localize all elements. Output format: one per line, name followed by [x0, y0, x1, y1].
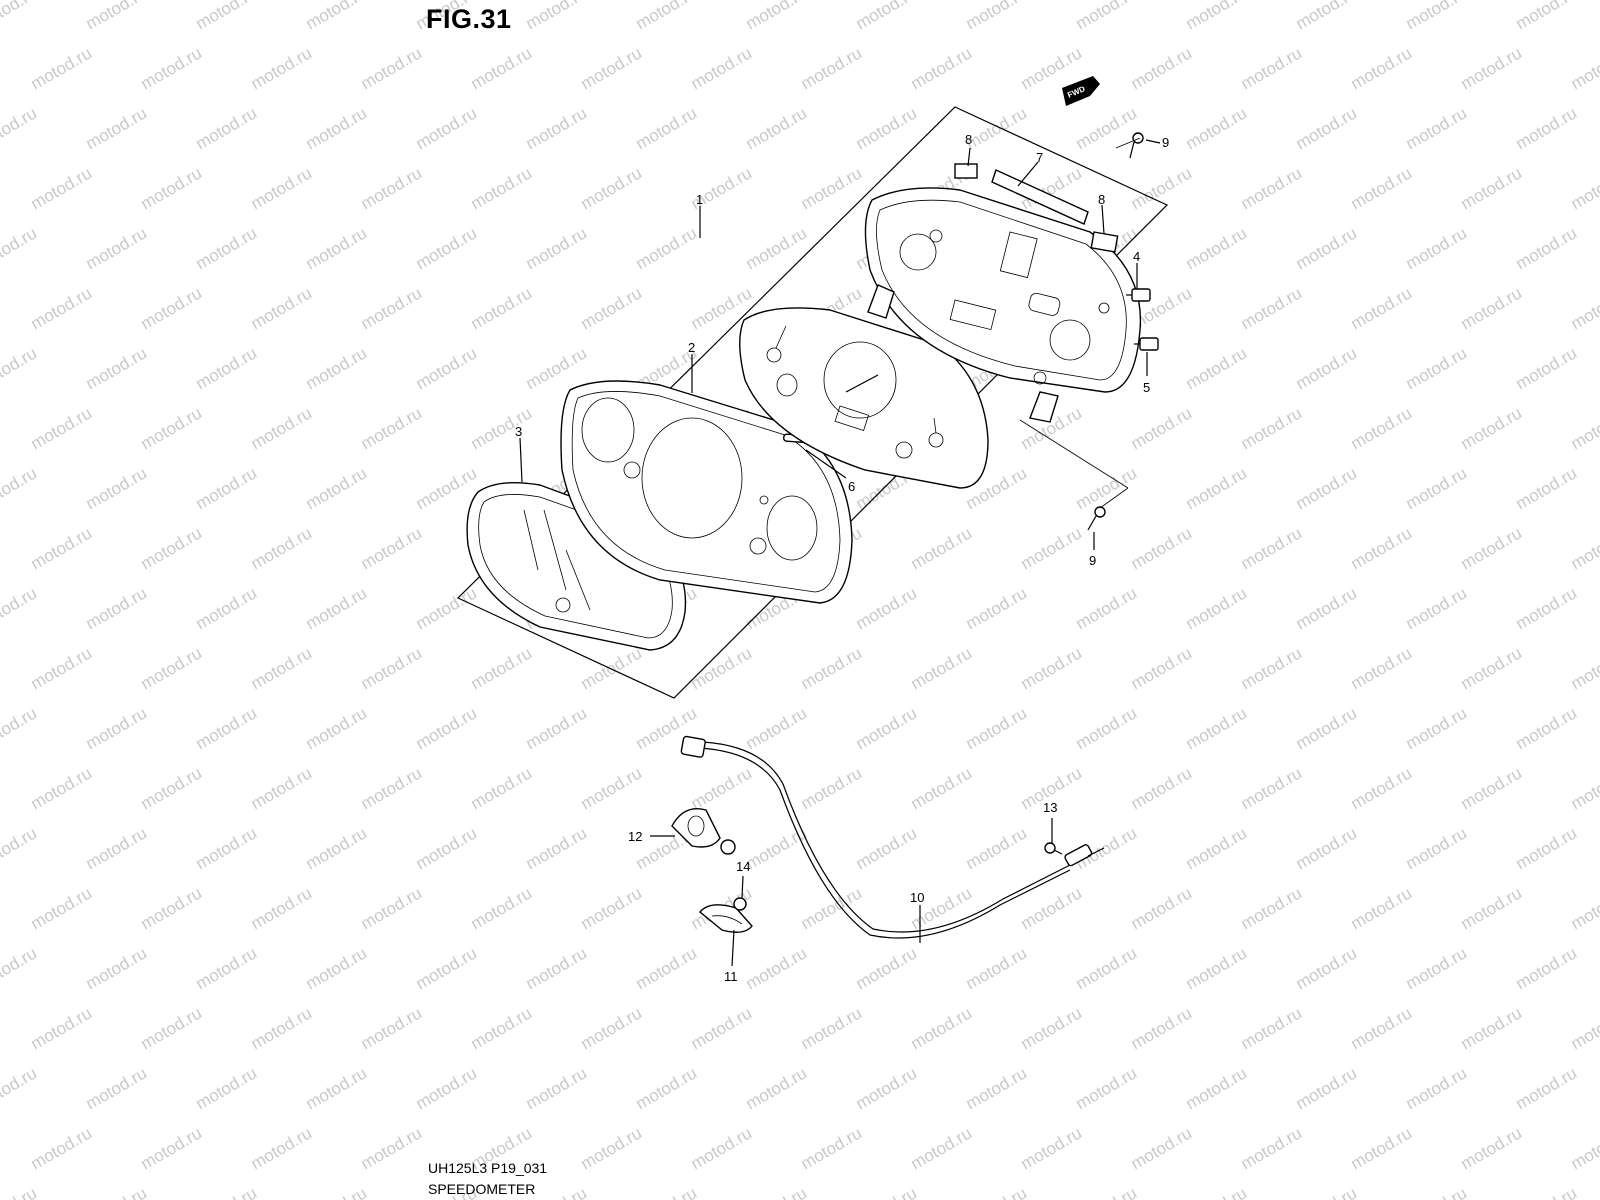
- callout-9-upper: 9: [1162, 135, 1169, 150]
- callout-9-lower: 9: [1089, 553, 1096, 568]
- seal-strip: [991, 169, 1089, 225]
- dial-face: [739, 307, 989, 489]
- callout-labels: 1 2 3 4 5 6 7 8 8 9 9 10 11 12 13 14: [515, 132, 1169, 984]
- callout-10: 10: [910, 890, 924, 905]
- bulb-socket-4: [1126, 288, 1151, 302]
- callout-14: 14: [736, 859, 750, 874]
- speedometer-cable: [680, 735, 1105, 939]
- clip-8-lower: [1090, 231, 1119, 253]
- screw-9-upper: [1129, 132, 1144, 159]
- meter-bezel: [560, 380, 853, 604]
- diagram-code: UH125L3 P19_031: [428, 1160, 548, 1176]
- diagram-name: SPEEDOMETER: [428, 1181, 536, 1197]
- clip-8-upper: [954, 163, 978, 179]
- bulb-socket-5: [1134, 337, 1159, 351]
- callout-2: 2: [688, 340, 695, 355]
- leader-lines: [519, 137, 1161, 967]
- callout-5: 5: [1143, 380, 1150, 395]
- meter-case: [864, 187, 1142, 423]
- callout-6: 6: [848, 479, 855, 494]
- callout-13: 13: [1043, 800, 1057, 815]
- cable-grommet-12: [671, 808, 736, 855]
- callout-8-lower: 8: [1098, 192, 1105, 207]
- callout-3: 3: [515, 424, 522, 439]
- bolt-14: [733, 897, 747, 911]
- fwd-arrow-icon: FWD: [1062, 76, 1100, 106]
- callout-11: 11: [724, 969, 738, 984]
- callout-1: 1: [696, 192, 703, 207]
- bolt-13: [1044, 842, 1063, 855]
- figure-title: FIG.31: [426, 4, 512, 34]
- callout-12: 12: [628, 829, 642, 844]
- callout-4: 4: [1133, 249, 1140, 264]
- cable-clamp-11: [699, 904, 753, 933]
- callout-7: 7: [1036, 150, 1043, 165]
- screw-9-lower: [1087, 506, 1106, 531]
- callout-8-upper: 8: [965, 132, 972, 147]
